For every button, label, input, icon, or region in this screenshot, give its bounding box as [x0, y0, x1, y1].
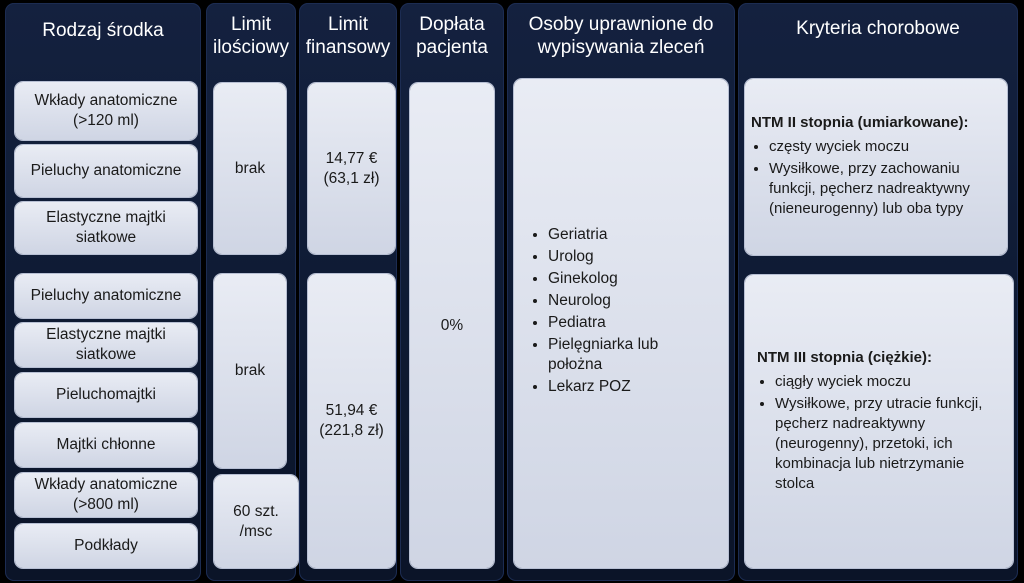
- limit-finansowy-pln: (63,1 zł): [323, 169, 380, 187]
- list-item: Wysiłkowe, przy utracie funkcji, pęcherz…: [775, 394, 1007, 494]
- kryteria-list: ciągły wyciek moczu Wysiłkowe, przy utra…: [757, 372, 1007, 494]
- doplata-value: 0%: [410, 83, 494, 568]
- column-osoby-uprawnione: Osoby uprawnione do wypisywania zleceń G…: [507, 3, 735, 581]
- header-kryteria-chorobowe: Kryteria chorobowe: [796, 18, 960, 39]
- header-rodzaj-srodka: Rodzaj środka: [42, 20, 164, 41]
- header-doplata-pacjenta: Dopłata pacjenta: [416, 14, 488, 58]
- kryteria-box-ntm3: NTM III stopnia (ciężkie): ciągły wyciek…: [745, 275, 1013, 568]
- limit-finansowy-eur: 51,94 €: [325, 402, 378, 419]
- rodzaj-item: Pieluchy anatomiczne: [15, 274, 197, 318]
- list-item: Geriatria: [548, 225, 678, 245]
- column-limit-ilosciowy: Limit ilościowy brak brak 60 szt. /msc: [206, 3, 298, 581]
- limit-finansowy-box: 14,77 € (63,1 zł): [308, 83, 395, 254]
- column-kryteria-chorobowe: Kryteria chorobowe NTM II stopnia (umiar…: [738, 3, 1018, 581]
- limit-ilosciowy-value: brak: [214, 83, 286, 254]
- header-limit-finansowy: Limit finansowy: [305, 14, 391, 58]
- limit-finansowy-pln: (221,8 zł): [319, 422, 384, 439]
- rodzaj-item: Majtki chłonne: [15, 423, 197, 467]
- list-item: Neurolog: [548, 291, 678, 311]
- rodzaj-item: Elastyczne majtki siatkowe: [15, 202, 197, 254]
- limit-finansowy-box: 51,94 € (221,8 zł): [308, 274, 395, 568]
- rodzaj-item: Pieluchomajtki: [15, 373, 197, 417]
- osoby-list: Geriatria Urolog Ginekolog Neurolog Pedi…: [514, 225, 678, 399]
- column-doplata-pacjenta: Dopłata pacjenta 0%: [400, 3, 504, 581]
- rodzaj-item: Pieluchy anatomiczne: [15, 145, 197, 197]
- rodzaj-item: Podkłady: [15, 524, 197, 568]
- kryteria-list: częsty wyciek moczu Wysiłkowe, przy zach…: [751, 137, 1001, 219]
- list-item: Pediatra: [548, 313, 678, 333]
- header-osoby-uprawnione: Osoby uprawnione do wypisywania zleceń: [528, 14, 714, 58]
- column-limit-finansowy: Limit finansowy 14,77 € (63,1 zł) 51,94 …: [299, 3, 397, 581]
- rodzaj-item: Wkłady anatomiczne (>120 ml): [15, 82, 197, 140]
- limit-ilosciowy-value: 60 szt. /msc: [214, 475, 298, 568]
- list-item: Urolog: [548, 247, 678, 267]
- rodzaj-item: Elastyczne majtki siatkowe: [15, 323, 197, 367]
- list-item: Pielęgniarka lub położna: [548, 335, 678, 375]
- kryteria-title: NTM II stopnia (umiarkowane):: [751, 114, 969, 131]
- kryteria-title: NTM III stopnia (ciężkie):: [757, 348, 933, 366]
- kryteria-box-ntm2: NTM II stopnia (umiarkowane): częsty wyc…: [745, 79, 1007, 255]
- header-limit-ilosciowy: Limit ilościowy: [212, 14, 290, 58]
- list-item: Lekarz POZ: [548, 377, 678, 397]
- list-item: Wysiłkowe, przy zachowaniu funkcji, pęch…: [769, 159, 1001, 219]
- column-rodzaj-srodka: Rodzaj środka Wkłady anatomiczne (>120 m…: [5, 3, 201, 581]
- rodzaj-item: Wkłady anatomiczne (>800 ml): [15, 473, 197, 517]
- osoby-list-box: Geriatria Urolog Ginekolog Neurolog Pedi…: [514, 79, 728, 568]
- limit-ilosciowy-value: brak: [214, 274, 286, 468]
- list-item: Ginekolog: [548, 269, 678, 289]
- list-item: częsty wyciek moczu: [769, 137, 1001, 157]
- limit-finansowy-eur: 14,77 €: [325, 149, 378, 167]
- list-item: ciągły wyciek moczu: [775, 372, 1007, 392]
